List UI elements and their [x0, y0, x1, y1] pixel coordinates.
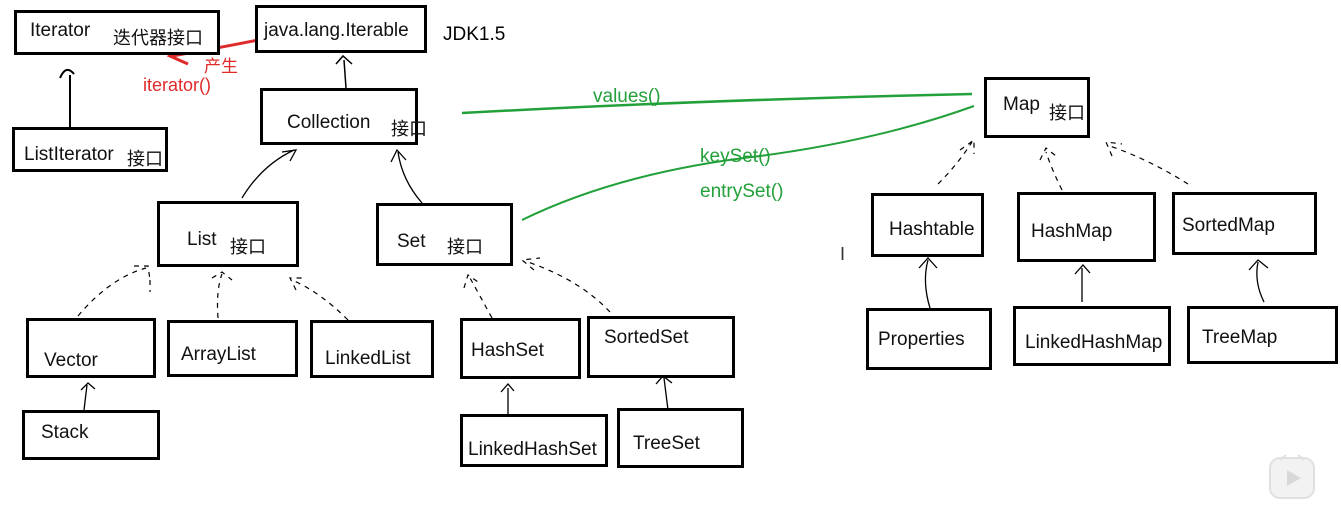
entryset-method-label: entrySet() [700, 181, 784, 202]
node-arraylist: ArrayList [167, 320, 298, 377]
node-stack-name: Stack [41, 422, 89, 443]
edge-hashset-set [463, 274, 493, 319]
node-hashmap-name: HashMap [1031, 221, 1113, 242]
node-iterator-tag: 迭代器接口 [113, 28, 203, 49]
node-collection-name: Collection [287, 112, 371, 133]
node-iterator: Iterator 迭代器接口 [14, 10, 220, 55]
node-sortedmap-name: SortedMap [1182, 215, 1275, 236]
edge-linkedlist-list [289, 277, 349, 321]
node-linkedhashset: LinkedHashSet [460, 414, 608, 467]
node-vector-name: Vector [44, 350, 98, 371]
node-linkedlist-name: LinkedList [325, 348, 411, 369]
edge-stack-vector [80, 382, 96, 411]
edge-arraylist-list [211, 271, 233, 319]
node-arraylist-name: ArrayList [181, 344, 256, 365]
edge-collection-iterable [335, 54, 353, 89]
node-set-tag: 接口 [447, 237, 483, 258]
node-collection-tag: 接口 [391, 119, 427, 140]
node-iterator-name: Iterator [30, 20, 91, 41]
text-cursor-icon: I [840, 244, 846, 264]
edge-sortedmap-map [1105, 141, 1189, 185]
node-set-name: Set [397, 231, 426, 252]
node-map-tag: 接口 [1049, 103, 1085, 124]
node-treeset-name: TreeSet [633, 433, 700, 454]
edge-treeset-sortedset [655, 375, 673, 411]
node-map-name: Map [1003, 94, 1040, 115]
node-collection: Collection 接口 [260, 88, 427, 145]
node-set: Set 接口 [376, 203, 513, 266]
node-list: List 接口 [157, 201, 299, 267]
node-sortedset-name: SortedSet [604, 327, 689, 348]
node-properties: Properties [866, 308, 992, 370]
edge-properties-hashtable [918, 257, 938, 309]
jdk-version-label: JDK1.5 [443, 24, 506, 45]
edge-map-values-collection [461, 92, 973, 115]
edge-set-collection [390, 148, 423, 204]
edge-listiterator-iterator [59, 68, 75, 127]
node-listiterator: ListIterator 接口 [12, 127, 168, 172]
produce-label: 产生 [204, 57, 238, 77]
node-list-name: List [187, 229, 217, 250]
node-vector: Vector [26, 318, 156, 378]
node-map: Map 接口 [984, 77, 1090, 138]
node-stack: Stack [22, 410, 160, 460]
node-hashmap: HashMap [1017, 192, 1156, 262]
node-linkedlist: LinkedList [310, 320, 434, 378]
edge-map-keyset-set [521, 105, 975, 221]
video-play-icon[interactable] [1268, 454, 1316, 502]
node-treemap-name: TreeMap [1202, 327, 1278, 348]
node-linkedhashmap: LinkedHashMap [1013, 306, 1171, 366]
node-treeset: TreeSet [617, 408, 744, 468]
values-method-label: values() [593, 86, 661, 107]
node-iterable-name: java.lang.Iterable [264, 20, 409, 41]
node-hashset-name: HashSet [471, 340, 544, 361]
iterator-method-label: iterator() [143, 75, 212, 95]
node-properties-name: Properties [878, 329, 965, 350]
keyset-method-label: keySet() [700, 146, 771, 167]
node-linkedhashmap-name: LinkedHashMap [1025, 332, 1163, 353]
edge-treemap-sortedmap [1248, 259, 1269, 303]
edge-vector-list [77, 265, 151, 317]
node-list-tag: 接口 [230, 237, 266, 258]
edge-sortedset-set [520, 257, 611, 313]
edge-list-collection [241, 149, 298, 199]
node-hashset: HashSet [460, 318, 581, 379]
node-iterable: java.lang.Iterable [255, 5, 427, 53]
node-sortedset: SortedSet [587, 316, 735, 378]
node-linkedhashset-name: LinkedHashSet [468, 439, 597, 460]
node-sortedmap: SortedMap [1172, 192, 1317, 255]
edge-hashmap-map [1039, 147, 1063, 191]
edge-hashtable-map [937, 138, 975, 185]
node-listiterator-name: ListIterator [24, 144, 114, 165]
node-listiterator-tag: 接口 [127, 149, 163, 170]
node-treemap: TreeMap [1187, 306, 1338, 364]
node-hashtable-name: Hashtable [889, 219, 975, 240]
edge-linkedhashmap-hashmap [1074, 264, 1091, 302]
edge-linkedhashset-hashset [500, 383, 515, 414]
node-hashtable: Hashtable [871, 193, 984, 257]
